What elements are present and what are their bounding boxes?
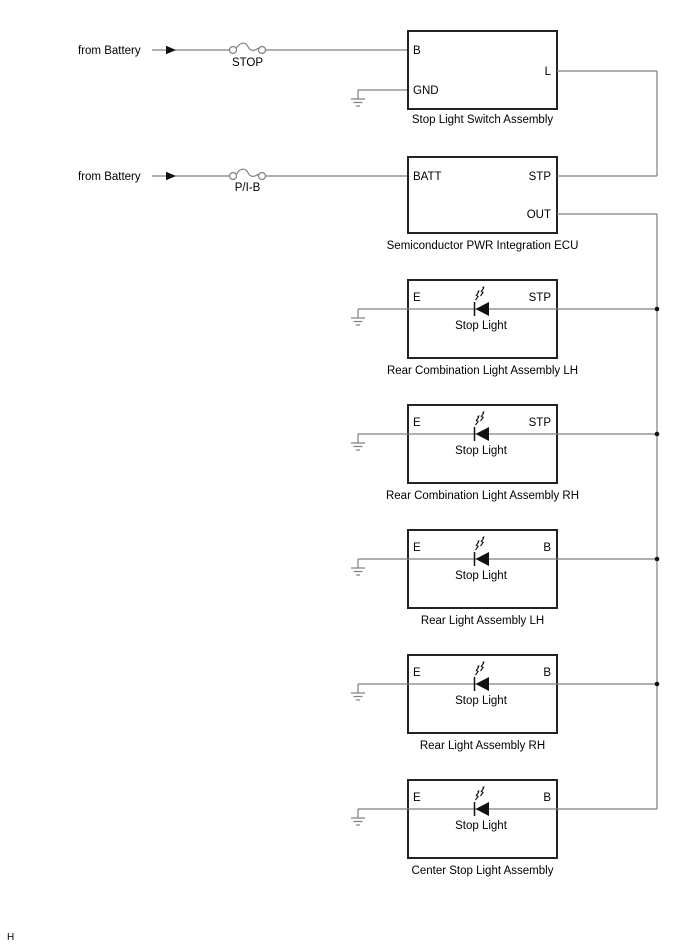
ground-icon bbox=[350, 433, 366, 451]
component-box bbox=[407, 30, 558, 110]
component-rear-light-rh: E B Stop Light Rear Light Assembly RH bbox=[350, 654, 660, 752]
bulb-label: Stop Light bbox=[455, 445, 508, 457]
component-caption: Semiconductor PWR Integration ECU bbox=[387, 240, 579, 252]
pin-label-e: E bbox=[413, 417, 421, 429]
bulb-label: Stop Light bbox=[455, 820, 508, 832]
bulb-label: Stop Light bbox=[455, 570, 508, 582]
component-caption: Rear Combination Light Assembly LH bbox=[387, 365, 578, 377]
battery-source-label: from Battery bbox=[78, 45, 141, 57]
component-caption: Rear Combination Light Assembly RH bbox=[386, 490, 579, 502]
ground-icon bbox=[350, 308, 366, 326]
ground-icon bbox=[350, 558, 366, 576]
junction-dot bbox=[654, 556, 660, 562]
pin-label-b: B bbox=[413, 45, 421, 57]
pin-label-gnd: GND bbox=[413, 85, 439, 97]
component-caption: Rear Light Assembly LH bbox=[421, 615, 544, 627]
junction-dot bbox=[654, 306, 660, 312]
pin-label-stp: STP bbox=[529, 417, 552, 429]
pin-label-e: E bbox=[413, 792, 421, 804]
fuse-icon bbox=[228, 42, 267, 55]
arrow-icon bbox=[166, 171, 176, 181]
battery-source-label: from Battery bbox=[78, 171, 141, 183]
ground-icon bbox=[350, 683, 366, 701]
pin-label-out: OUT bbox=[527, 209, 551, 221]
component-pwr-integration-ecu: BATT STP OUT Semiconductor PWR Integrati… bbox=[387, 156, 658, 809]
pin-label-e: E bbox=[413, 667, 421, 679]
ground-icon bbox=[350, 89, 366, 107]
pin-label-stp: STP bbox=[529, 292, 552, 304]
pin-label-b: B bbox=[543, 667, 551, 679]
component-box bbox=[407, 156, 558, 234]
battery-feed-2: from Battery P/I-B bbox=[78, 168, 408, 194]
page-marker: H bbox=[7, 932, 14, 943]
component-rear-light-lh: E B Stop Light Rear Light Assembly LH bbox=[350, 529, 660, 627]
component-caption: Rear Light Assembly RH bbox=[420, 740, 545, 752]
pin-label-b: B bbox=[543, 792, 551, 804]
bulb-label: Stop Light bbox=[455, 695, 508, 707]
junction-dot bbox=[654, 681, 660, 687]
component-caption: Stop Light Switch Assembly bbox=[412, 114, 554, 126]
component-rear-combination-light-rh: E STP Stop Light Rear Combination Light … bbox=[350, 404, 660, 502]
pin-label-b: B bbox=[543, 542, 551, 554]
component-rear-combination-light-lh: E STP Stop Light Rear Combination Light … bbox=[350, 279, 660, 377]
pin-label-e: E bbox=[413, 542, 421, 554]
pin-label-e: E bbox=[413, 292, 421, 304]
component-center-stop-light: E B Stop Light Center Stop Light Assembl… bbox=[350, 779, 657, 877]
component-caption: Center Stop Light Assembly bbox=[412, 865, 554, 877]
pin-label-l: L bbox=[545, 66, 552, 78]
fuse-label: STOP bbox=[232, 57, 263, 69]
component-stop-light-switch: B GND L Stop Light Switch Assembly bbox=[350, 30, 658, 176]
battery-feed-1: from Battery STOP bbox=[78, 42, 408, 69]
pin-label-stp: STP bbox=[529, 171, 552, 183]
bulb-label: Stop Light bbox=[455, 320, 508, 332]
junction-dot bbox=[654, 431, 660, 437]
arrow-icon bbox=[166, 45, 176, 55]
pin-label-batt: BATT bbox=[413, 171, 442, 183]
component-box bbox=[407, 279, 558, 359]
fuse-label: P/I-B bbox=[235, 182, 261, 194]
ground-icon bbox=[350, 808, 366, 826]
fuse-icon bbox=[228, 168, 267, 181]
